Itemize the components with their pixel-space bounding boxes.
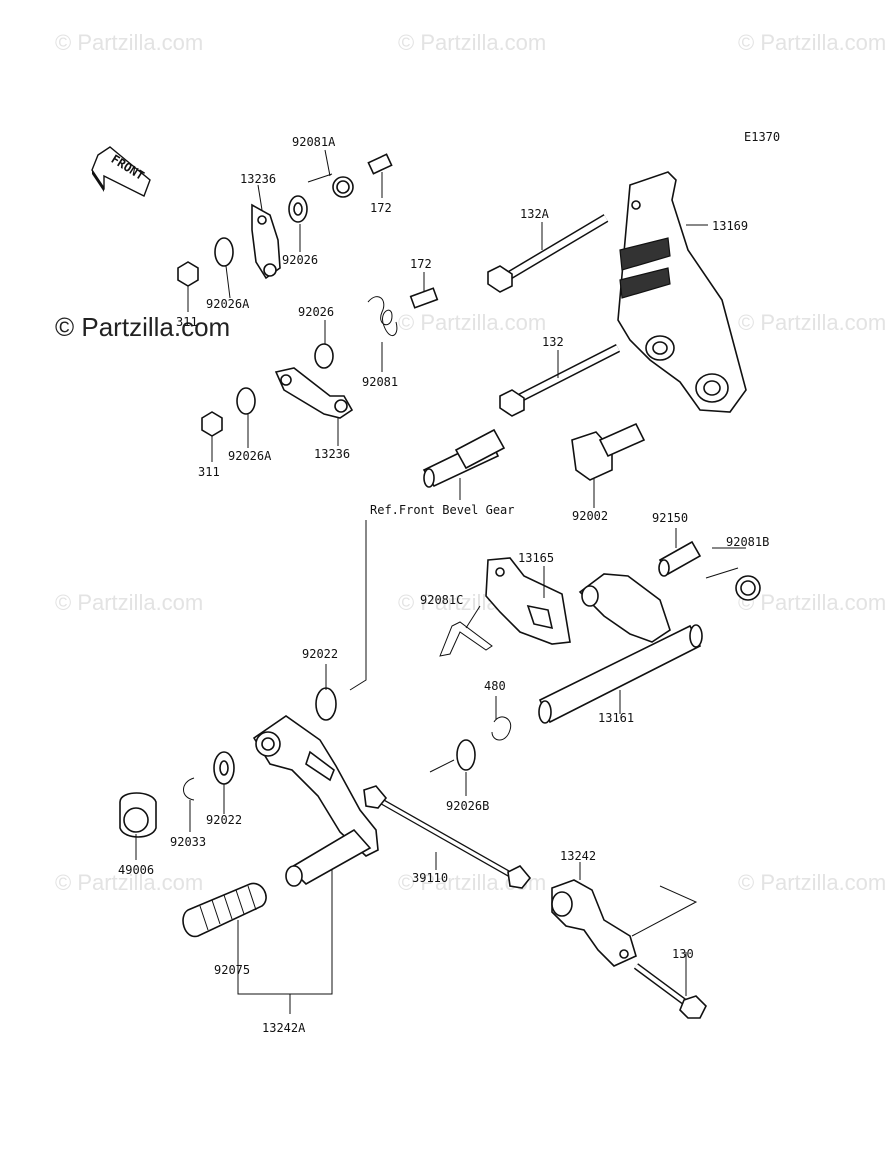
watermark: © Partzilla.com: [55, 870, 203, 895]
label-13169: 13169: [712, 219, 748, 233]
cap-49006: [119, 792, 157, 838]
label-92150: 92150: [652, 511, 688, 525]
nut-311-top: [177, 261, 199, 287]
washer-92026b: [456, 739, 476, 771]
spring-92081b: [705, 567, 761, 601]
part-labels: 92081A 13236 172 92026 92026A 311 172 92…: [118, 135, 769, 1035]
watermark: © Partzilla.com: [738, 590, 886, 615]
nut-311-lower: [201, 411, 223, 437]
washer-92026a-lower: [236, 387, 256, 415]
diagram-code: E1370: [744, 130, 780, 144]
link-13236-top: [251, 203, 281, 280]
spring-92081a: [307, 173, 354, 198]
watermarks: © Partzilla.com © Partzilla.com © Partzi…: [55, 30, 886, 895]
bolt-92002: [571, 422, 646, 481]
label-92081: 92081: [362, 375, 398, 389]
bracket-13169: [617, 171, 747, 413]
plate-13165: [485, 557, 571, 645]
label-49006: 49006: [118, 863, 154, 877]
watermark: © Partzilla.com: [55, 590, 203, 615]
shaft-13161: [538, 573, 703, 724]
pin-172-mid: [409, 287, 439, 309]
label-92026a-lower: 92026A: [228, 449, 272, 463]
clip-92081c: [439, 621, 493, 657]
bolt-132: [499, 343, 621, 417]
lever-13242: [551, 879, 637, 967]
label-92081b: 92081B: [726, 535, 769, 549]
label-92075: 92075: [214, 963, 250, 977]
label-92022-upper: 92022: [302, 647, 338, 661]
label-92081a: 92081A: [292, 135, 336, 149]
ref-front-bevel-gear: Ref.Front Bevel Gear: [370, 503, 515, 517]
label-130: 130: [672, 947, 694, 961]
label-13242: 13242: [560, 849, 596, 863]
label-311-lower: 311: [198, 465, 220, 479]
label-132a: 132A: [520, 207, 550, 221]
label-132: 132: [542, 335, 564, 349]
watermark: © Partzilla.com: [398, 30, 546, 55]
watermark: © Partzilla.com: [55, 30, 203, 55]
pin-172-top: [367, 153, 393, 175]
rubber-92075: [182, 882, 267, 938]
label-480: 480: [484, 679, 506, 693]
label-13236-lower: 13236: [314, 447, 350, 461]
label-13161: 13161: [598, 711, 634, 725]
label-172-mid: 172: [410, 257, 432, 271]
label-311-top: 311: [176, 315, 198, 329]
label-13165: 13165: [518, 551, 554, 565]
washer-92026-top: [288, 195, 308, 223]
washer-92026-mid: [314, 343, 334, 369]
leader-lines: [135, 149, 746, 1014]
label-92026-mid: 92026: [298, 305, 334, 319]
watermark: © Partzilla.com: [738, 870, 886, 895]
label-92026a-top: 92026A: [206, 297, 250, 311]
watermark-strong: © Partzilla.com: [55, 312, 230, 342]
label-92026-top: 92026: [282, 253, 318, 267]
clip-92033: [183, 777, 195, 801]
label-92033: 92033: [170, 835, 206, 849]
front-arrow-icon: FRONT: [91, 146, 151, 197]
label-92002: 92002: [572, 509, 608, 523]
bolt-130: [633, 963, 707, 1019]
circlip-480: [491, 716, 512, 741]
shaft-ref-bevel-gear: [422, 428, 506, 488]
label-92026b: 92026B: [446, 799, 489, 813]
label-92022-lower: 92022: [206, 813, 242, 827]
label-92081c: 92081C: [420, 593, 463, 607]
washer-92026a-top: [214, 237, 234, 267]
label-39110: 39110: [412, 871, 448, 885]
watermark: © Partzilla.com: [398, 310, 546, 335]
label-172-top: 172: [370, 201, 392, 215]
spring-92081: [367, 296, 398, 336]
pin-92150: [658, 540, 702, 577]
washer-92022-upper: [315, 687, 337, 721]
washer-92022-lower: [213, 751, 235, 785]
rod-39110: [363, 785, 532, 889]
watermark: © Partzilla.com: [738, 310, 886, 335]
bolt-132a: [487, 214, 609, 293]
label-13242a: 13242A: [262, 1021, 306, 1035]
pedal-13242a: [252, 715, 379, 887]
link-13236-lower: [274, 367, 354, 419]
label-13236-top: 13236: [240, 172, 276, 186]
watermark: © Partzilla.com: [738, 30, 886, 55]
